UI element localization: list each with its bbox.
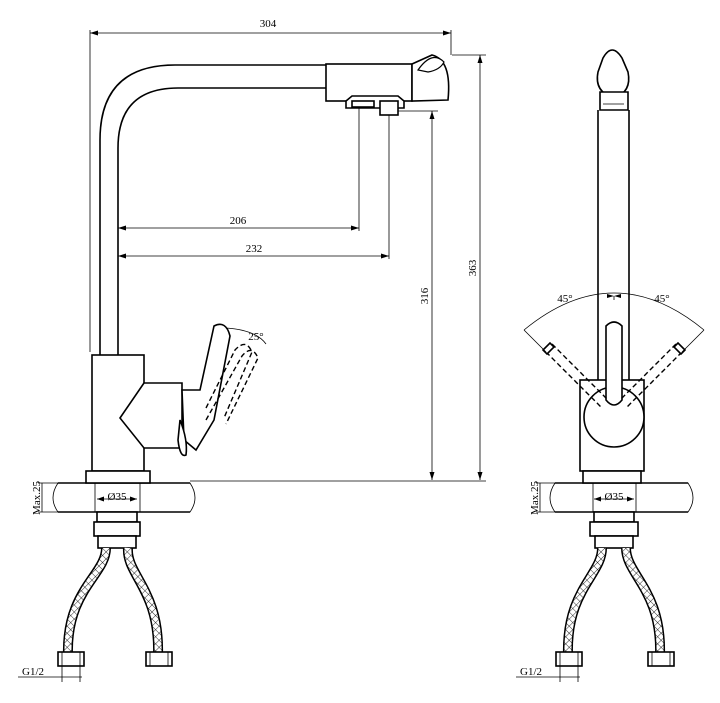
dim-overall-reach-304: 304 [260,18,277,30]
side-view: 304 206 232 316 363 25° Max.25 Ø35 G1/2 [18,18,486,682]
dim-front-thread: G1/2 [520,666,542,678]
side-body [85,354,183,484]
dim-handle-angle-25: 25° [248,331,263,343]
dim-side-hole-diameter: Ø35 [108,491,127,503]
front-hoses [555,511,675,667]
dim-front-right-angle: 45° [654,293,669,305]
front-body [579,321,645,484]
front-lever-positions [541,341,687,409]
dim-spout-reach-206: 206 [230,215,247,227]
dim-front-hole-diameter: Ø35 [605,491,624,503]
side-hoses [57,511,173,667]
side-lever-handle [177,323,259,457]
dim-side-max-thickness: Max.25 [31,481,43,515]
dim-spout-height-316: 316 [419,287,431,304]
dim-overall-height-363: 363 [467,259,479,276]
dim-front-max-thickness: Max.25 [529,481,541,515]
side-dimension-lines [18,30,486,682]
front-angle-arc [523,292,705,353]
dim-spout-reach-232: 232 [246,243,263,255]
side-spout [99,54,450,355]
dim-front-left-angle: 45° [557,293,572,305]
front-view: 45° 45° Max.25 Ø35 G1/2 [516,49,705,682]
front-dimension-lines [516,482,634,682]
dim-side-thread: G1/2 [22,666,44,678]
